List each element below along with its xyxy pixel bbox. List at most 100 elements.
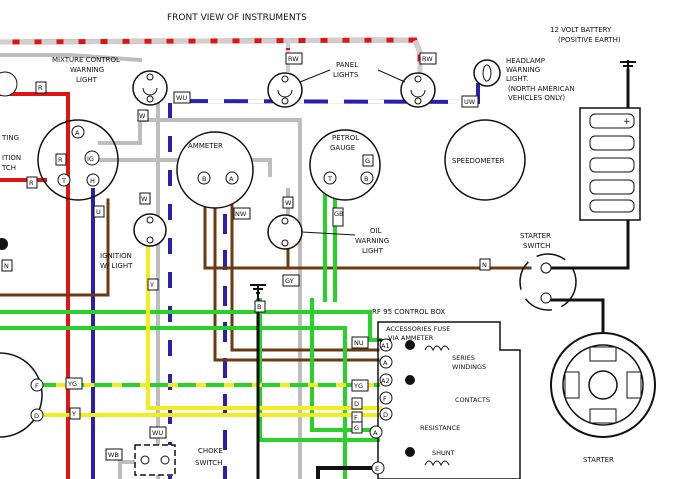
wire-blue-headlamp (168, 83, 480, 110)
oil-warning-light: OIL WARNING LIGHT (267, 214, 389, 255)
wire-grey-top (0, 53, 143, 63)
choke-switch: CHOKE SWITCH (134, 444, 223, 476)
wire-red-left (0, 92, 70, 479)
shunt-label: SHUNT (432, 449, 455, 457)
wire-brown-ammeter (203, 178, 532, 270)
svg-text:W: W (285, 199, 292, 207)
oil-label-2: WARNING (355, 237, 389, 245)
cb-terminal-a1-label: A1 (381, 342, 390, 350)
cb-terminal-a-label: A (383, 359, 388, 367)
terminal-a (71, 125, 85, 139)
headlamp-label-1: HEADLAMP (506, 57, 545, 65)
wire-tag-d: D (351, 397, 363, 410)
headlamp-label-5: VEHICLES ONLY) (508, 94, 565, 102)
starter-switch: STARTER SWITCH (519, 232, 577, 311)
wire-tag-r1: R (35, 81, 47, 94)
starter-switch-label-1: STARTER (520, 232, 551, 240)
wire-tag-gb: GB (332, 207, 344, 227)
gen-terminal-f-label: F (35, 382, 39, 390)
resistance-label: RESISTANCE (420, 424, 460, 432)
panel-label-1: PANEL (336, 61, 358, 69)
speedometer-label: SPEEDOMETER (452, 157, 505, 165)
wire-yellow-ign (146, 243, 382, 410)
battery-plus-icon: + (623, 117, 631, 127)
mixture-label-1: MIXTURE CONTROL (52, 56, 120, 64)
wire-tag-rw1: RW (285, 52, 303, 65)
svg-text:R: R (29, 179, 34, 187)
mixture-label-3: LIGHT (76, 76, 98, 84)
petrol-label-2: GAUGE (330, 144, 355, 152)
ammeter-terminal-a-label: A (229, 175, 234, 183)
svg-text:WU: WU (152, 429, 163, 437)
wire-blue-white-dash (167, 98, 481, 105)
ignition-switch-label-2: ITION (2, 154, 21, 162)
wire-red-white-top-dash (0, 37, 423, 93)
svg-text:Y: Y (149, 281, 154, 289)
headlamp-label-4: (NORTH AMERICAN (508, 85, 575, 93)
gen-terminal-d-label: D (34, 412, 39, 420)
ignition-warning-light: IGNITION W/ LIGHT (100, 213, 167, 270)
svg-text:RW: RW (288, 55, 299, 63)
petrol-gauge: PETROL GAUGE T B (309, 129, 381, 201)
cb-terminal-e-label: E (375, 465, 379, 473)
wire-tag-wu: WU (173, 91, 191, 104)
series-label-1: SERIES (452, 354, 475, 362)
gen-terminal-d (30, 408, 44, 422)
svg-text:NU: NU (354, 339, 364, 347)
svg-text:WB: WB (108, 451, 119, 459)
svg-text:F: F (354, 414, 358, 422)
wire-tag-n2: N (1, 259, 13, 272)
cb-terminal-f (379, 391, 393, 405)
cb-terminal-a1 (379, 338, 393, 352)
svg-text:WU: WU (176, 94, 187, 102)
series-label-2: WINDINGS (452, 363, 486, 371)
battery: 12 VOLT BATTERY (POSITIVE EARTH) + (550, 26, 641, 221)
svg-text:YG: YG (353, 382, 363, 390)
wire-tag-uw: UW (461, 95, 479, 108)
headlamp-label-3: LIGHT. (506, 75, 528, 83)
wire-tag-nw: NW (233, 207, 251, 220)
wire-black-starter (544, 298, 605, 337)
generator: F D (0, 352, 44, 438)
wire-tag-yg2: YG (351, 379, 369, 392)
starter-motor: STARTER (550, 332, 656, 464)
terminal-h-label: H (90, 177, 95, 185)
ign-light-label-2: W/ LIGHT (100, 262, 133, 270)
left-warning-light (0, 71, 18, 97)
panel-label-2: LIGHTS (333, 71, 359, 79)
wire-tag-w1: W (137, 109, 149, 122)
wire-tag-r2: R (55, 153, 67, 166)
diagram-title: FRONT VIEW OF INSTRUMENTS (167, 13, 307, 23)
cb-terminal-e (371, 461, 385, 475)
wires (0, 37, 630, 479)
oil-label-1: OIL (370, 227, 382, 235)
battery-label-2: (POSITIVE EARTH) (558, 36, 621, 44)
fuse-label-2: VIA AMMETER (388, 334, 434, 342)
starter-label: STARTER (583, 456, 614, 464)
mixture-warning-light: MIXTURE CONTROL WARNING LIGHT (52, 56, 168, 106)
wire-tag-w3: W (282, 196, 294, 209)
wire-tag-yg1: YG (65, 377, 83, 390)
wire-tag-b: B (254, 300, 266, 313)
cb-terminal-d-label: D (383, 411, 388, 419)
svg-text:G: G (354, 424, 359, 432)
wire-tag-wu2: WU (149, 426, 167, 439)
svg-text:N: N (4, 262, 9, 270)
ammeter-terminal-a (225, 171, 239, 185)
oil-label-3: LIGHT (362, 247, 384, 255)
cb-terminal-f-label: F (383, 395, 387, 403)
petrol-label-1: PETROL (332, 134, 359, 142)
gen-terminal-f (30, 378, 44, 392)
ammeter-terminal-b-label: B (202, 175, 206, 183)
wire-tag-n: N (479, 258, 491, 271)
terminal-t-label: T (61, 177, 66, 185)
ammeter: AMMETER B A (176, 131, 254, 209)
svg-text:GY: GY (285, 277, 294, 285)
terminal-t (57, 173, 71, 187)
contacts-label: CONTACTS (455, 396, 490, 404)
cb-terminal-d (379, 407, 393, 421)
battery-label-1: 12 VOLT BATTERY (550, 26, 612, 34)
speedometer: SPEEDOMETER (444, 119, 526, 201)
wire-tag-f: F (351, 411, 363, 424)
